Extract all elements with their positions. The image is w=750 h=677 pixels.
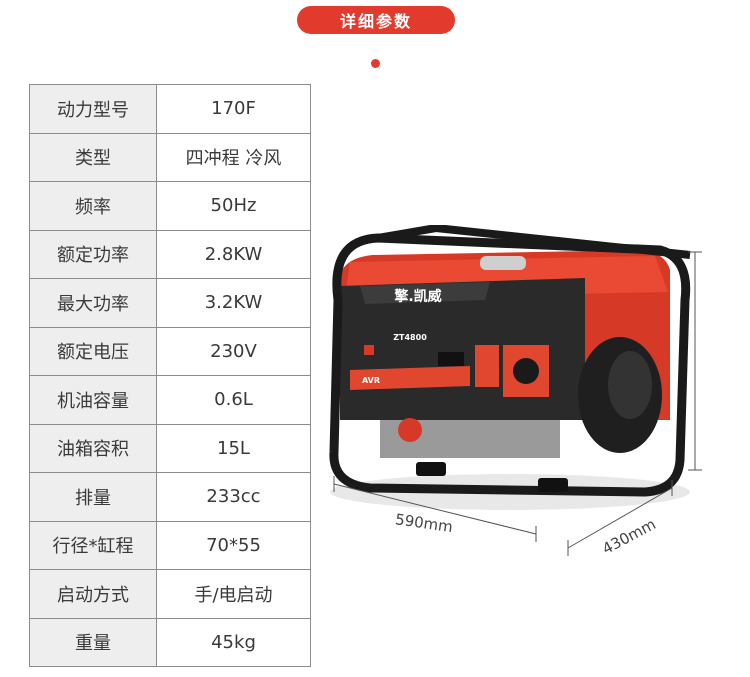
decorative-dot [371,59,380,68]
foot [416,462,446,476]
power-switch [364,345,374,355]
spec-value: 170F [156,84,311,134]
brand-plate [360,282,490,304]
spec-value: 0.6L [156,375,311,425]
section-title-badge: 详细参数 [297,6,455,34]
spec-label: 行径*缸程 [29,520,157,570]
spec-label: 机油容量 [29,375,157,425]
breaker-panel [475,345,499,387]
spec-value: 50Hz [156,181,311,231]
roll-frame [329,233,691,497]
spec-label: 频率 [29,181,157,231]
brand-text: 擎.凯威 [394,288,441,305]
spec-label: 类型 [29,132,157,182]
spec-value: 手/电启动 [156,569,311,619]
spec-label: 动力型号 [29,84,157,134]
spec-value: 233cc [156,472,311,522]
depth-label: 430mm [599,515,659,558]
spec-value: 四冲程 冷风 [156,132,311,182]
spec-label: 启动方式 [29,569,157,619]
top-handle [377,225,691,259]
spec-label: 排量 [29,472,157,522]
avr-stripe [350,366,470,390]
section-title: 详细参数 [339,12,412,31]
recoil-starter [608,351,652,419]
spec-label: 重量 [29,617,157,667]
spec-value: 3.2KW [156,278,311,328]
generator-illustration: 擎.凯威 ZT4800 AVR 590mm 430mm 440mm [329,225,702,558]
table-row: 类型四冲程 冷风 [29,132,311,182]
oil-cap [398,418,422,442]
width-label: 590mm [394,510,454,536]
foot [538,478,568,492]
spec-label: 额定功率 [29,229,157,279]
table-row: 启动方式手/电启动 [29,569,311,619]
spec-value: 2.8KW [156,229,311,279]
spec-value: 70*55 [156,520,311,570]
spec-label: 额定电压 [29,326,157,376]
spec-label: 油箱容积 [29,423,157,473]
engine-block [380,420,560,458]
fuel-cap [480,256,526,270]
model-text: ZT4800 [393,333,427,342]
avr-text: AVR [362,376,380,385]
spec-label: 最大功率 [29,278,157,328]
digital-display [438,352,464,366]
width-dimension-line [333,483,537,535]
ac-socket [513,358,539,384]
spec-value: 230V [156,326,311,376]
depth-dimension-line [567,487,673,549]
spec-value: 15L [156,423,311,473]
spec-value: 45kg [156,617,311,667]
